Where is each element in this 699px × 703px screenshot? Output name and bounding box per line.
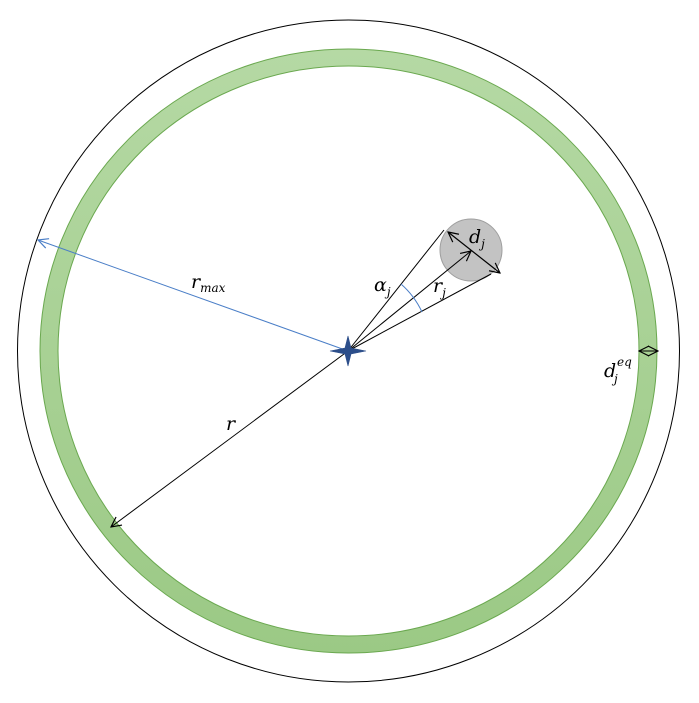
center-marker-icon [329, 335, 367, 367]
outer-boundary-circle [17, 19, 680, 683]
label-d-j: dj [469, 226, 485, 251]
label-alpha-j: αj [374, 274, 391, 299]
label-d-j-eq-sub: j [611, 372, 618, 386]
label-d-j-eq-sup: eq [617, 355, 632, 369]
tangent-line-lower [347, 273, 492, 352]
alpha-j-arc [400, 283, 423, 313]
label-r-max: rmax [191, 271, 226, 295]
label-r-j: rj [433, 275, 446, 300]
r-j-arrow [347, 251, 471, 352]
label-d-j-eq: d [604, 360, 616, 382]
r-max-arrow [38, 240, 349, 352]
tangent-line-upper [347, 229, 445, 352]
d-j-arrow [448, 232, 500, 273]
r-arrow [111, 350, 349, 527]
label-r: r [226, 413, 237, 435]
